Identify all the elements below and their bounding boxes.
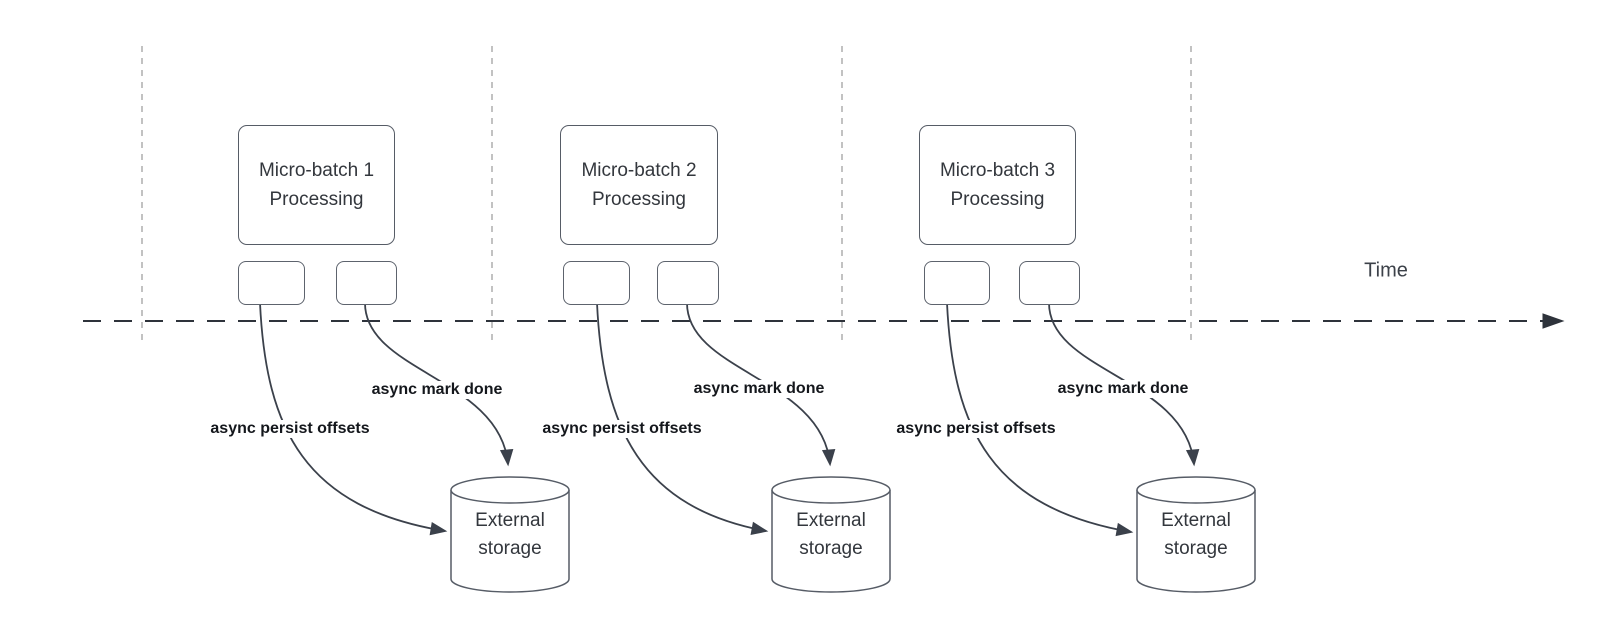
micro-batch-2-label-line1: Micro-batch 2	[581, 160, 697, 181]
external-storage-label-3: External storage	[1161, 507, 1231, 563]
mark-done-arrow-1	[364, 302, 514, 467]
persist-offsets-label-3: async persist offsets	[893, 420, 1059, 438]
micro-batch-1-label-line2: Processing	[269, 189, 364, 210]
micro-batch-3-label-line1: Micro-batch 3	[939, 160, 1056, 181]
micro-batch-3-label-line2: Processing	[950, 189, 1045, 210]
external-storage-label-2: External storage	[796, 507, 866, 563]
external-storage-cylinder-1	[450, 476, 570, 593]
micro-batch-3-processing-box: Micro-batch 3 Processing	[919, 125, 1076, 245]
cylinder-body-3	[1136, 490, 1256, 593]
external-storage-label-1: External storage	[475, 507, 545, 563]
time-axis-label: Time	[1364, 259, 1408, 282]
mark-done-task-box-2	[657, 261, 719, 305]
mark-done-arrow-3	[1048, 302, 1200, 467]
external-storage-label-2-line2: storage	[799, 538, 863, 559]
micro-batch-2-label-line2: Processing	[592, 189, 686, 210]
persist-offsets-arrow-2	[596, 302, 769, 535]
external-storage-cylinder-3	[1136, 476, 1256, 593]
external-storage-label-3-line1: External	[1161, 510, 1231, 531]
external-storage-label-3-line2: storage	[1164, 538, 1228, 559]
cylinder-top-3	[1136, 476, 1256, 504]
cylinder-body-2	[771, 490, 891, 593]
mark-done-label-2: async mark done	[690, 380, 828, 398]
micro-batch-1-processing-box: Micro-batch 1 Processing	[238, 125, 395, 245]
persist-task-box-1	[238, 261, 305, 305]
mark-done-task-box-1	[336, 261, 397, 305]
persist-offsets-arrow-1	[259, 302, 448, 536]
mark-done-label-1: async mark done	[368, 381, 506, 399]
persist-offsets-label-2: async persist offsets	[539, 420, 705, 438]
cylinder-body-1	[450, 490, 570, 593]
mark-done-arrow-2	[686, 302, 836, 467]
mark-done-label-3: async mark done	[1054, 380, 1192, 398]
cylinder-top-2	[771, 476, 891, 504]
mark-done-task-box-3	[1019, 261, 1080, 305]
cylinder-top-1	[450, 476, 570, 504]
persist-task-box-2	[563, 261, 630, 305]
external-storage-label-1-line1: External	[475, 510, 545, 531]
external-storage-label-2-line1: External	[796, 510, 866, 531]
external-storage-label-1-line2: storage	[478, 538, 542, 559]
external-storage-cylinder-2	[771, 476, 891, 593]
persist-offsets-label-1: async persist offsets	[207, 420, 373, 438]
micro-batch-1-label-line1: Micro-batch 1	[258, 160, 375, 181]
persist-task-box-3	[924, 261, 990, 305]
micro-batch-2-processing-box: Micro-batch 2 Processing	[560, 125, 718, 245]
persist-offsets-arrow-3	[946, 302, 1134, 537]
